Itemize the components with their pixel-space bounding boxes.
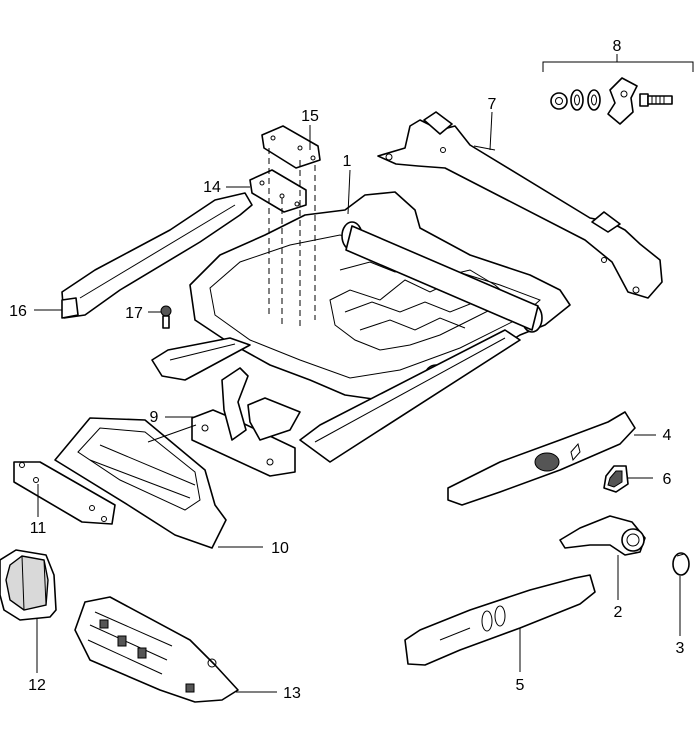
part-3-cap — [672, 552, 690, 636]
part-13-cylinder-cover — [74, 596, 277, 703]
part-6-ring — [603, 465, 653, 493]
part-4-side-trim — [447, 411, 656, 506]
part-11-strip — [13, 461, 116, 525]
part-14-plate — [226, 148, 316, 330]
callout-11: 11 — [30, 520, 47, 537]
callout-9: 9 — [150, 409, 159, 426]
callout-2: 2 — [614, 604, 623, 621]
part-15-plate — [261, 125, 321, 169]
part-5-lower-trim — [404, 574, 596, 672]
part-8-fastener-set — [542, 54, 694, 125]
callout-17: 17 — [125, 305, 143, 322]
part-7-seat-rail — [377, 111, 663, 299]
callout-15: 15 — [301, 108, 319, 125]
callout-13: 13 — [283, 685, 301, 702]
part-2-handle — [559, 515, 646, 600]
callout-1: 1 — [343, 153, 352, 170]
callout-12: 12 — [28, 677, 46, 694]
callout-8: 8 — [613, 38, 622, 55]
callout-7: 7 — [488, 96, 497, 113]
part-1-seat-frame — [189, 169, 571, 463]
callout-6: 6 — [663, 471, 672, 488]
part-17-screw — [148, 305, 251, 381]
callout-10: 10 — [271, 540, 289, 557]
callout-5: 5 — [516, 677, 525, 694]
part-10-storage-tray — [54, 417, 263, 549]
callout-4: 4 — [663, 427, 672, 444]
callout-labels: 1 2 3 4 5 6 7 8 9 10 11 12 13 14 15 16 1… — [9, 38, 684, 702]
callout-16: 16 — [9, 303, 27, 320]
callout-14: 14 — [203, 179, 221, 196]
part-12-sleeve — [0, 549, 57, 673]
part-16-side-rail — [34, 192, 253, 319]
callout-3: 3 — [676, 640, 685, 657]
part-9-bracket — [165, 367, 301, 477]
